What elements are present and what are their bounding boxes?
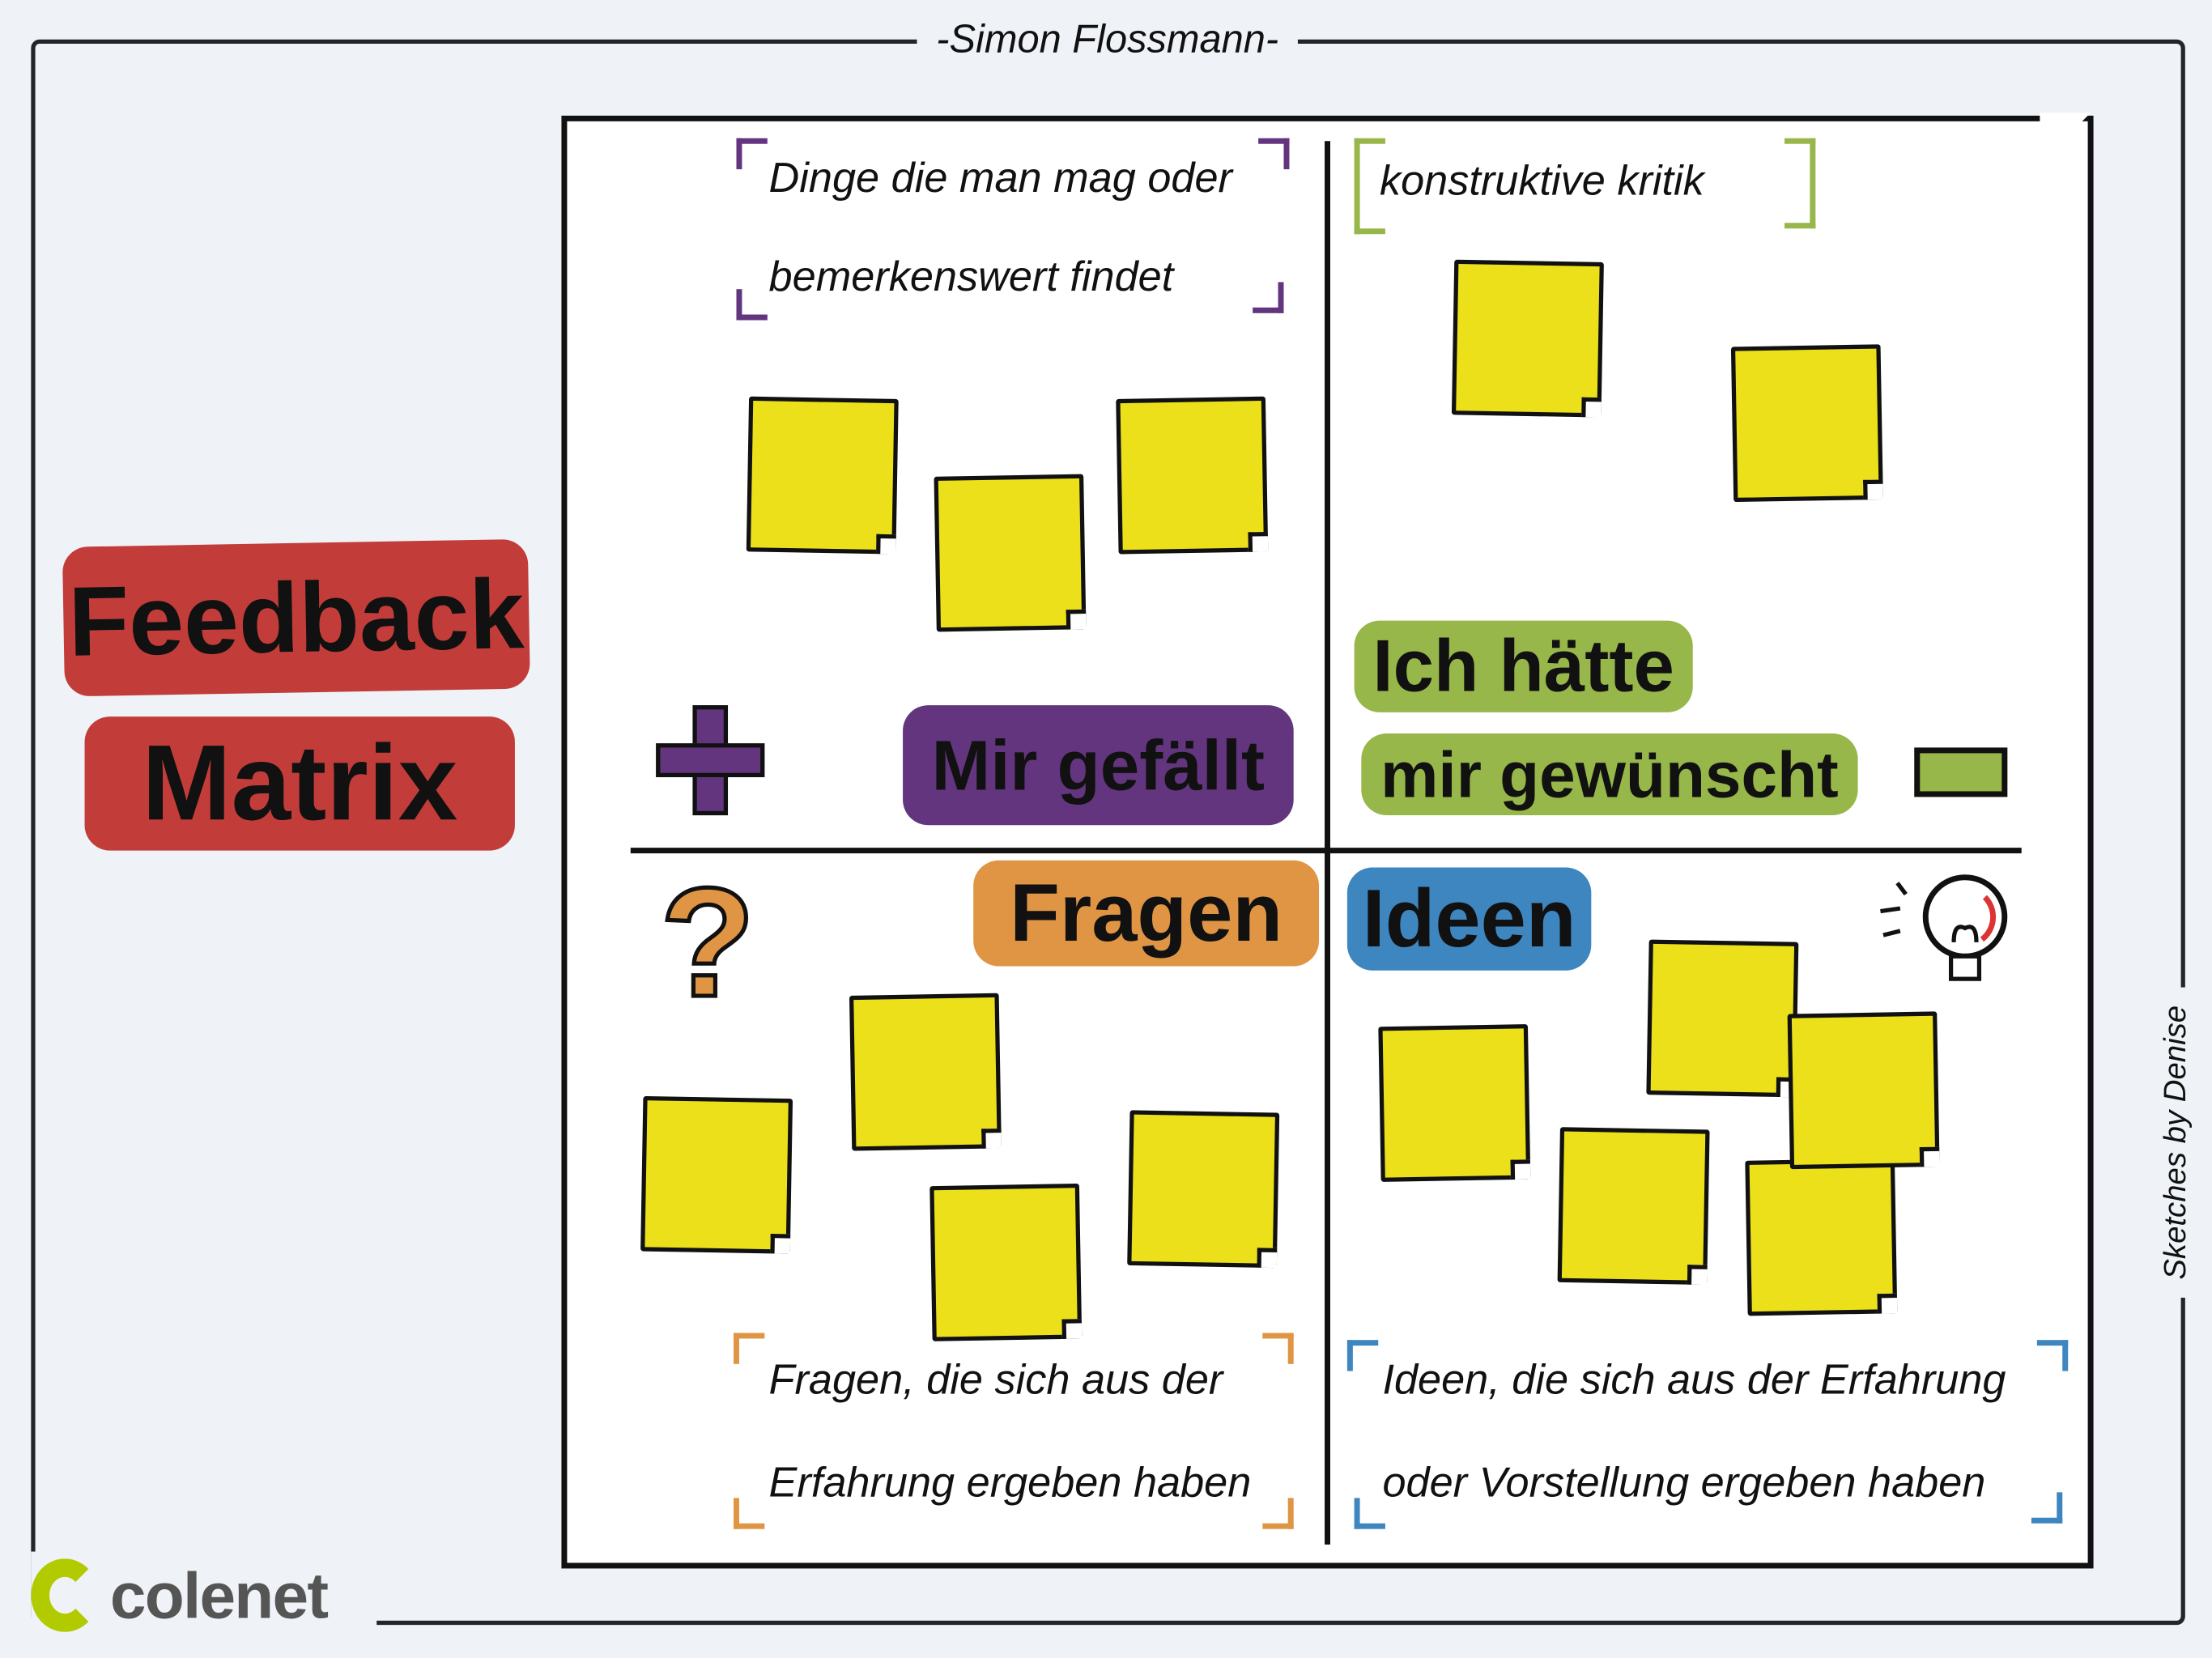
title-feedback: Feedback xyxy=(62,538,530,697)
sticky-note xyxy=(1745,1158,1898,1316)
label-mir-gefaellt: Mir gefällt xyxy=(903,705,1294,826)
bracket-icon xyxy=(1253,282,1284,313)
sticky-note xyxy=(746,396,899,555)
colenet-logo: colenet xyxy=(31,1551,377,1639)
bracket-icon xyxy=(1354,138,1385,235)
minus-icon xyxy=(1914,747,2008,797)
sticky-note xyxy=(640,1095,793,1254)
description-line: bemerkenswert findet xyxy=(768,253,1174,301)
sticky-note xyxy=(934,474,1087,632)
label-ideen: Ideen xyxy=(1346,867,1592,971)
bracket-icon xyxy=(733,1498,765,1529)
bracket-icon xyxy=(736,138,768,170)
description-line: Fragen, die sich aus der xyxy=(768,1357,1223,1404)
description-line: oder Vorstellung ergeben haben xyxy=(1382,1460,1986,1507)
bracket-icon xyxy=(1354,1498,1385,1529)
sticky-note xyxy=(849,993,1002,1151)
description-line: konstruktive kritik xyxy=(1379,158,1704,205)
sticky-note xyxy=(1451,259,1604,418)
sticky-note xyxy=(1646,939,1799,1098)
description-line: Ideen, die sich aus der Erfahrung xyxy=(1382,1357,2006,1404)
bracket-icon xyxy=(2031,1492,2063,1524)
sticky-note xyxy=(1557,1127,1710,1286)
bracket-icon xyxy=(1262,1498,1294,1529)
vertical-divider xyxy=(1325,141,1330,1545)
question-mark-icon: ? xyxy=(658,854,757,1032)
logo-text: colenet xyxy=(109,1558,329,1632)
label-fragen: Fragen xyxy=(973,860,1320,967)
sticky-note xyxy=(1127,1110,1280,1269)
label-mir-gewuenscht: mir gewünscht xyxy=(1361,733,1858,816)
bracket-icon xyxy=(733,1333,765,1364)
bracket-icon xyxy=(1258,138,1290,170)
folded-corner xyxy=(2040,113,2091,164)
description-line: Erfahrung ergeben haben xyxy=(768,1460,1252,1507)
author-label: -Simon Flossmann- xyxy=(917,11,1298,68)
bracket-icon xyxy=(1346,1340,1379,1371)
description-line: Dinge die man mag oder xyxy=(768,155,1232,202)
sticky-note xyxy=(1730,344,1883,503)
sticky-note xyxy=(929,1183,1083,1341)
label-ich-haette: Ich hätte xyxy=(1354,620,1693,712)
bracket-icon xyxy=(1784,138,1816,229)
sticky-note xyxy=(1787,1011,1940,1170)
plus-icon xyxy=(656,705,765,816)
sticky-note xyxy=(1116,396,1269,555)
bracket-icon xyxy=(1262,1333,1294,1364)
bracket-icon xyxy=(736,289,768,321)
title-matrix: Matrix xyxy=(84,716,515,851)
light-bulb-icon xyxy=(1880,874,2008,981)
bracket-icon xyxy=(2036,1340,2069,1371)
logo-mark-icon xyxy=(31,1558,99,1632)
credit-label: Sketches by Denise xyxy=(2146,987,2204,1298)
horizontal-divider xyxy=(630,848,2022,854)
sticky-note xyxy=(1378,1024,1531,1182)
